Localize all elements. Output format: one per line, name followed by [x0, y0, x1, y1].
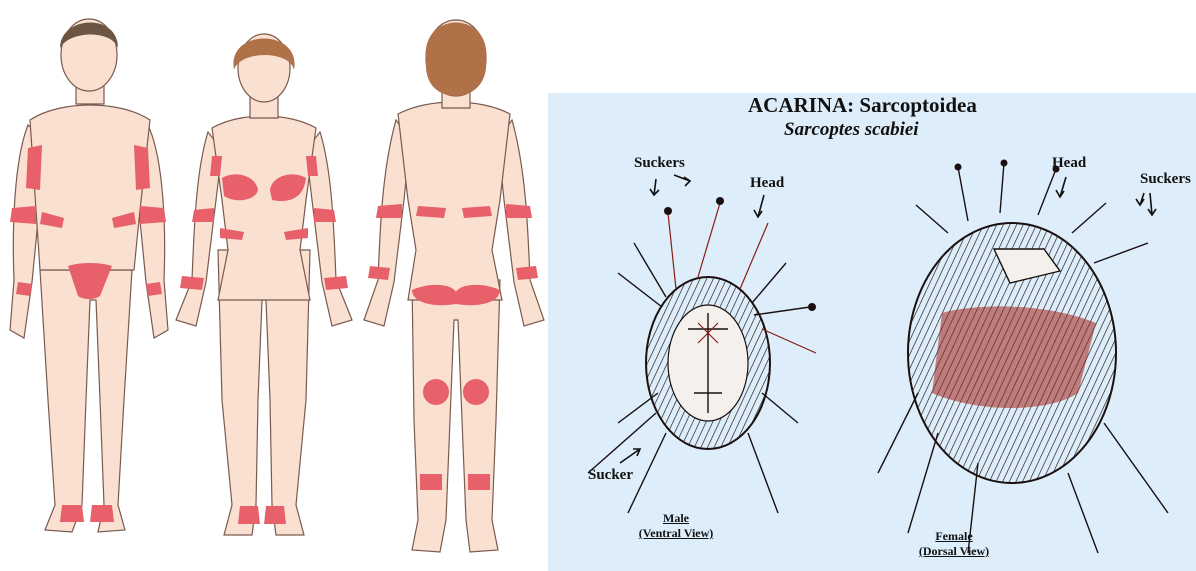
arrow-head-left: [754, 195, 764, 217]
female-front-figure: [176, 34, 352, 535]
label-head-left: Head: [750, 175, 784, 192]
lesion-elbow-right: [506, 204, 532, 218]
lesion-wrist-left: [180, 276, 204, 290]
caption-male-view: (Ventral View): [626, 526, 726, 541]
arrow-suckers-right-2: [1148, 193, 1156, 215]
lesion-wrist-left: [368, 266, 390, 280]
lesion-knee-right: [463, 379, 489, 405]
lesion-ankle-left: [238, 506, 260, 524]
diagram-title: ACARINA: Sarcoptoidea: [748, 93, 977, 118]
lesion-wrist-right: [324, 276, 348, 290]
caption-female-title: Female: [904, 529, 1004, 544]
lesion-shoulder-right: [134, 145, 150, 190]
label-sucker-bottom: Sucker: [588, 467, 633, 484]
lesion-ankle-left: [60, 505, 84, 522]
lesion-elbow-right: [314, 208, 336, 222]
arrow-suckers-left-2: [674, 175, 690, 186]
label-head-right: Head: [1052, 155, 1086, 172]
arrow-suckers-right-1: [1136, 193, 1144, 205]
caption-female: Female (Dorsal View): [904, 529, 1004, 559]
lesion-shoulder-left: [26, 145, 42, 190]
lesion-ankle-right: [468, 474, 490, 490]
caption-male: Male (Ventral View): [626, 511, 726, 541]
male-mite: [588, 197, 816, 513]
back-view-figure: [364, 20, 544, 552]
lesion-wrist-left: [16, 282, 32, 296]
caption-male-title: Male: [626, 511, 726, 526]
label-suckers-left: Suckers: [634, 155, 685, 172]
lesion-ankle-right: [90, 505, 114, 522]
caption-female-view: (Dorsal View): [904, 544, 1004, 559]
arrow-suckers-left-1: [650, 179, 659, 195]
arrow-sucker-bottom: [620, 449, 640, 463]
back-hair: [426, 23, 487, 97]
lesion-ankle-right: [264, 506, 286, 524]
lesion-elbow-left: [192, 208, 214, 222]
lesion-axilla-left: [210, 156, 222, 176]
lesion-ankle-left: [420, 474, 442, 490]
scabies-distribution-figures: .skin { fill: #f9e0d0; stroke: #7a5a50; …: [0, 0, 548, 571]
label-suckers-right: Suckers: [1140, 171, 1191, 188]
diagram-subtitle: Sarcoptes scabiei: [784, 119, 919, 141]
female-mite: [878, 160, 1168, 554]
lesion-wrist-right: [516, 266, 538, 280]
lesion-elbow-left: [10, 206, 36, 224]
arrow-head-right: [1056, 177, 1066, 197]
lesion-knee-left: [423, 379, 449, 405]
lesion-elbow-right: [140, 206, 166, 224]
lesion-elbow-left: [376, 204, 402, 218]
lesion-waist-left: [416, 206, 446, 218]
male-front-figure: [10, 19, 168, 532]
lesion-wrist-right: [146, 282, 162, 296]
lesion-waist-right: [462, 206, 492, 218]
mite-diagram-panel: .ink { fill: none; stroke: #1a1010; stro…: [548, 93, 1196, 571]
lesion-axilla-right: [306, 156, 318, 176]
